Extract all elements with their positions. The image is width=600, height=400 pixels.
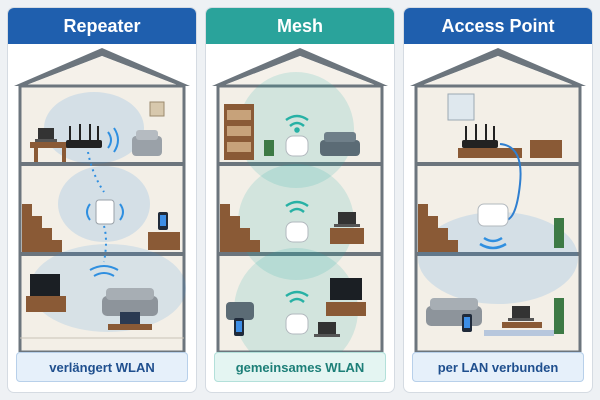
roof [14, 48, 190, 86]
panel-caption: verlängert WLAN [16, 352, 188, 382]
mesh-node-icon [285, 221, 309, 243]
laptop-icon [35, 128, 57, 142]
panel-title: Access Point [404, 8, 592, 44]
house-illustration-access-point [404, 44, 592, 354]
tablet-icon [108, 312, 152, 330]
mesh-node-icon [285, 313, 309, 335]
mesh-node-icon [285, 135, 309, 157]
repeater-icon [95, 199, 115, 225]
panel-title: Repeater [8, 8, 196, 44]
panel-access-point: Access Point [404, 8, 592, 392]
armchair-icon [226, 302, 254, 320]
laptop-icon [508, 306, 534, 321]
smartphone-icon [234, 318, 244, 336]
sofa-icon [102, 288, 158, 316]
stairs [418, 204, 458, 252]
house-illustration-mesh [206, 44, 394, 354]
roof [212, 48, 388, 86]
lan-cable-icon [499, 143, 522, 222]
laptop-icon [334, 212, 360, 227]
router-icon [462, 124, 498, 148]
smartphone-icon [462, 314, 472, 332]
panel-caption: gemeinsames WLAN [214, 352, 386, 382]
access-point-icon [477, 203, 509, 227]
panel-mesh: Mesh [206, 8, 394, 392]
panel-repeater: Repeater [8, 8, 196, 392]
panel-caption: per LAN verbunden [412, 352, 584, 382]
stairs [220, 204, 260, 252]
smartphone-icon [158, 212, 168, 230]
laptop-icon [314, 322, 340, 337]
armchair-icon [132, 130, 162, 156]
bookshelf-icon [224, 104, 254, 160]
router-icon [66, 124, 102, 148]
house-illustration-repeater [8, 44, 196, 354]
sofa-icon [320, 132, 360, 156]
tv-icon [326, 278, 366, 316]
panel-title: Mesh [206, 8, 394, 44]
tv-icon [26, 274, 66, 312]
roof [410, 48, 586, 86]
stairs [22, 204, 62, 252]
sofa-icon [426, 298, 482, 326]
wifi-waves-icon [107, 127, 119, 153]
